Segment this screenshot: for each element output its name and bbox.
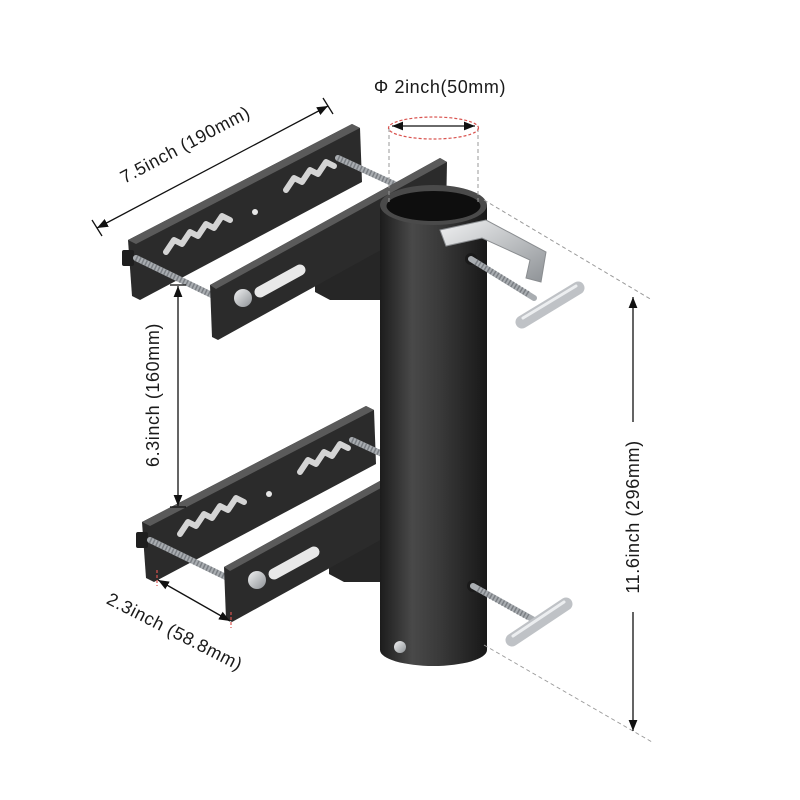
tube-bottom-screw: [394, 641, 406, 653]
spacing-label: 6.3inch (160mm): [143, 323, 163, 467]
lower-back-plate-edge: [142, 406, 374, 526]
upper-front-plate-bolt: [234, 289, 252, 307]
depth-label: 2.3inch (58.8mm): [104, 589, 246, 675]
lower-front-plate-bolt: [248, 571, 266, 589]
diameter-dimension: Φ 2inch(50mm): [374, 77, 506, 205]
upper-t-handle-bar: [515, 281, 585, 329]
steel-clamp: [439, 219, 547, 283]
lower-back-plate-hole: [266, 491, 272, 497]
upper-front-plate-edge: [210, 158, 447, 289]
lower-t-handle-highlight: [511, 600, 566, 638]
tube-body: [380, 205, 487, 650]
height-guide-bottom: [483, 644, 653, 743]
upper-t-handle: [468, 256, 585, 329]
depth-dimension: 2.3inch (58.8mm): [104, 570, 246, 675]
height-label: 11.6inch (296mm): [623, 440, 643, 593]
lower-back-plate: [142, 406, 376, 582]
width-label: 7.5inch (190mm): [117, 102, 254, 187]
lower-left-threaded-rod: [147, 537, 239, 585]
pole-tube: [380, 185, 487, 666]
upper-t-handle-rod: [468, 256, 537, 301]
diameter-label: Φ 2inch(50mm): [374, 77, 506, 97]
upper-t-handle-highlight: [521, 284, 578, 320]
diameter-ellipse: [387, 116, 480, 140]
lower-back-plate-tooth-slot: [177, 495, 247, 537]
depth-line: [157, 579, 231, 622]
upper-left-nut: [122, 250, 134, 266]
upper-front-plate-slot: [254, 264, 306, 298]
lower-t-handle: [470, 583, 573, 647]
height-dimension: 11.6inch (296mm): [483, 199, 653, 743]
tube-opening: [386, 191, 481, 221]
height-guide-top: [483, 199, 653, 301]
lower-t-handle-thread: [476, 586, 530, 620]
lower-right-rod-thread: [350, 437, 436, 481]
upper-back-plate-hole: [252, 209, 258, 215]
lower-t-handle-bar: [505, 597, 573, 647]
lower-back-plate-tooth-slot: [297, 441, 351, 475]
lower-front-plate-slot: [268, 546, 320, 580]
upper-right-rod-thread: [336, 155, 422, 199]
spacing-dimension: 6.3inch (160mm): [143, 284, 186, 508]
upper-left-threaded-rod: [133, 255, 225, 303]
lower-left-nut: [136, 532, 148, 548]
width-line: [96, 105, 329, 229]
